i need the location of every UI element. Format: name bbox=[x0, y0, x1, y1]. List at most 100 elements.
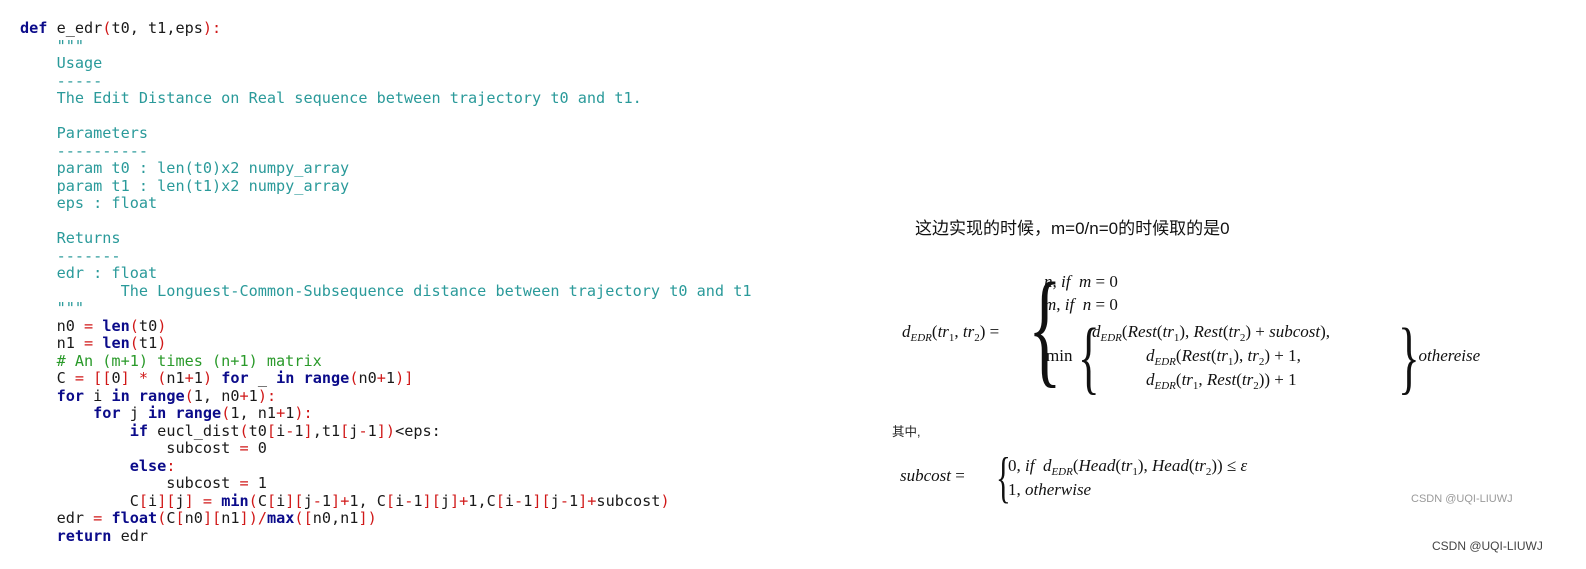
code-token: n1 bbox=[166, 369, 185, 387]
subcost-brace: { bbox=[996, 447, 1011, 509]
code-line: ---------- bbox=[20, 141, 752, 161]
code-token: i bbox=[276, 421, 286, 440]
code-token: ( bbox=[129, 334, 139, 352]
code-token: Parameters bbox=[20, 124, 149, 142]
code-token bbox=[93, 317, 102, 335]
code-line: subcost = 1 bbox=[20, 474, 752, 493]
code-block: def e_edr(t0, t1,eps): """ Usage ----- T… bbox=[20, 19, 752, 545]
subcost-case1: 1, otherwise bbox=[1008, 480, 1092, 499]
code-line: def e_edr(t0, t1,eps): bbox=[20, 19, 752, 38]
code-token: in bbox=[148, 404, 167, 422]
edr-big-brace: { bbox=[1028, 257, 1062, 399]
code-token: ] = bbox=[184, 491, 222, 510]
code-line: """ bbox=[20, 36, 752, 56]
code-token: return bbox=[56, 526, 112, 545]
code-token: i bbox=[84, 386, 112, 405]
code-token: j bbox=[120, 404, 149, 422]
code-token: j bbox=[349, 421, 359, 440]
code-token: Usage bbox=[20, 54, 103, 72]
code-token: len bbox=[102, 334, 130, 352]
code-line: # An (m+1) times (n+1) matrix bbox=[20, 352, 752, 371]
edr-min-row3: dEDR(tr1, Rest(tr2)) + 1 bbox=[1146, 370, 1297, 392]
code-token: - bbox=[312, 491, 322, 510]
code-token: for bbox=[56, 386, 85, 405]
code-token: 1 bbox=[523, 491, 533, 510]
code-token: = bbox=[239, 439, 249, 457]
code-line: subcost = 0 bbox=[20, 439, 752, 458]
code-token: float bbox=[111, 509, 158, 527]
code-token: ][ bbox=[285, 491, 304, 510]
code-token: [ bbox=[385, 491, 396, 510]
code-token: n1 bbox=[20, 334, 85, 352]
code-token: - bbox=[285, 421, 295, 440]
code-token: ][ bbox=[202, 509, 222, 527]
code-token: edr bbox=[20, 509, 94, 527]
code-token: n1 bbox=[221, 509, 240, 527]
code-token: ])/ bbox=[239, 509, 267, 527]
code-token: t0 bbox=[138, 316, 158, 335]
edr-formula-lhs: dEDR(tr1, tr2) = bbox=[902, 322, 1000, 344]
code-token: ]) bbox=[358, 509, 377, 527]
code-token: t0, t1,eps bbox=[111, 19, 203, 37]
code-token: param t1 : len(t1)x2 numpy_array bbox=[20, 176, 350, 195]
code-token: 1 bbox=[321, 491, 332, 510]
code-token: else bbox=[129, 456, 167, 475]
code-token: <eps: bbox=[395, 421, 441, 440]
code-token: = bbox=[93, 509, 103, 527]
code-token: 1 bbox=[367, 421, 377, 440]
code-token: + bbox=[239, 386, 249, 405]
code-token: + bbox=[184, 369, 194, 387]
code-token: eucl_dist bbox=[148, 421, 240, 440]
code-token bbox=[294, 369, 303, 387]
code-token: range bbox=[175, 404, 222, 422]
code-token: 1, n0 bbox=[193, 386, 240, 405]
code-line: ----- bbox=[20, 72, 752, 91]
code-line: edr = float(C[n0][n1])/max([n0,n1]) bbox=[20, 509, 752, 528]
code-line: param t1 : len(t1)x2 numpy_array bbox=[20, 176, 752, 196]
code-token: = bbox=[74, 369, 85, 387]
code-line: Returns bbox=[20, 229, 752, 248]
code-token: [ bbox=[138, 491, 149, 510]
code-token: ) bbox=[660, 491, 670, 510]
subcost-lhs: subcost = bbox=[900, 466, 965, 485]
code-token: 1 bbox=[568, 491, 579, 510]
code-token: ------- bbox=[20, 246, 121, 265]
code-token: ( bbox=[239, 421, 249, 440]
code-line: Usage bbox=[20, 54, 752, 73]
code-token: Returns bbox=[20, 229, 121, 247]
code-token: ( bbox=[129, 316, 139, 335]
code-token: C bbox=[257, 491, 267, 510]
code-token: j bbox=[440, 491, 450, 510]
edr-case-m0: n, if m = 0 bbox=[1044, 272, 1118, 291]
code-token: 1 bbox=[248, 474, 267, 492]
code-token: ) bbox=[157, 334, 167, 352]
code-token: eps : float bbox=[20, 194, 158, 212]
code-line: else: bbox=[20, 456, 752, 476]
code-token: """ bbox=[20, 36, 85, 55]
code-token: C bbox=[20, 369, 75, 387]
qizhong-label: 其中, bbox=[892, 425, 921, 439]
code-token: 0 bbox=[111, 369, 121, 387]
code-token: ] bbox=[303, 421, 313, 440]
code-token: e_edr bbox=[47, 19, 103, 37]
code-token: ---------- bbox=[20, 141, 149, 160]
code-token: range bbox=[138, 386, 185, 405]
code-token: range bbox=[303, 369, 350, 387]
code-token: : bbox=[166, 456, 176, 475]
code-token: n0,n1 bbox=[312, 509, 359, 527]
code-token: [[ bbox=[84, 369, 112, 387]
code-token: ): bbox=[294, 404, 313, 422]
code-token: [ bbox=[175, 509, 185, 527]
code-token: param t0 : len(t0)x2 numpy_array bbox=[20, 159, 350, 177]
code-token: The Longuest-Common-Subsequence distance… bbox=[20, 281, 752, 300]
code-token: )] bbox=[395, 369, 414, 387]
code-token: subcost bbox=[20, 474, 240, 492]
code-token: 1 bbox=[248, 386, 258, 405]
code-token: ]+ bbox=[450, 491, 469, 510]
code-line: The Edit Distance on Real sequence betwe… bbox=[20, 89, 752, 108]
subcost-case0: 0, if dEDR(Head(tr1), Head(tr2)) ≤ ε bbox=[1008, 456, 1248, 478]
code-token: i bbox=[395, 491, 405, 510]
code-token bbox=[212, 369, 221, 387]
code-line: n0 = len(t0) bbox=[20, 316, 752, 336]
code-token bbox=[20, 457, 130, 475]
